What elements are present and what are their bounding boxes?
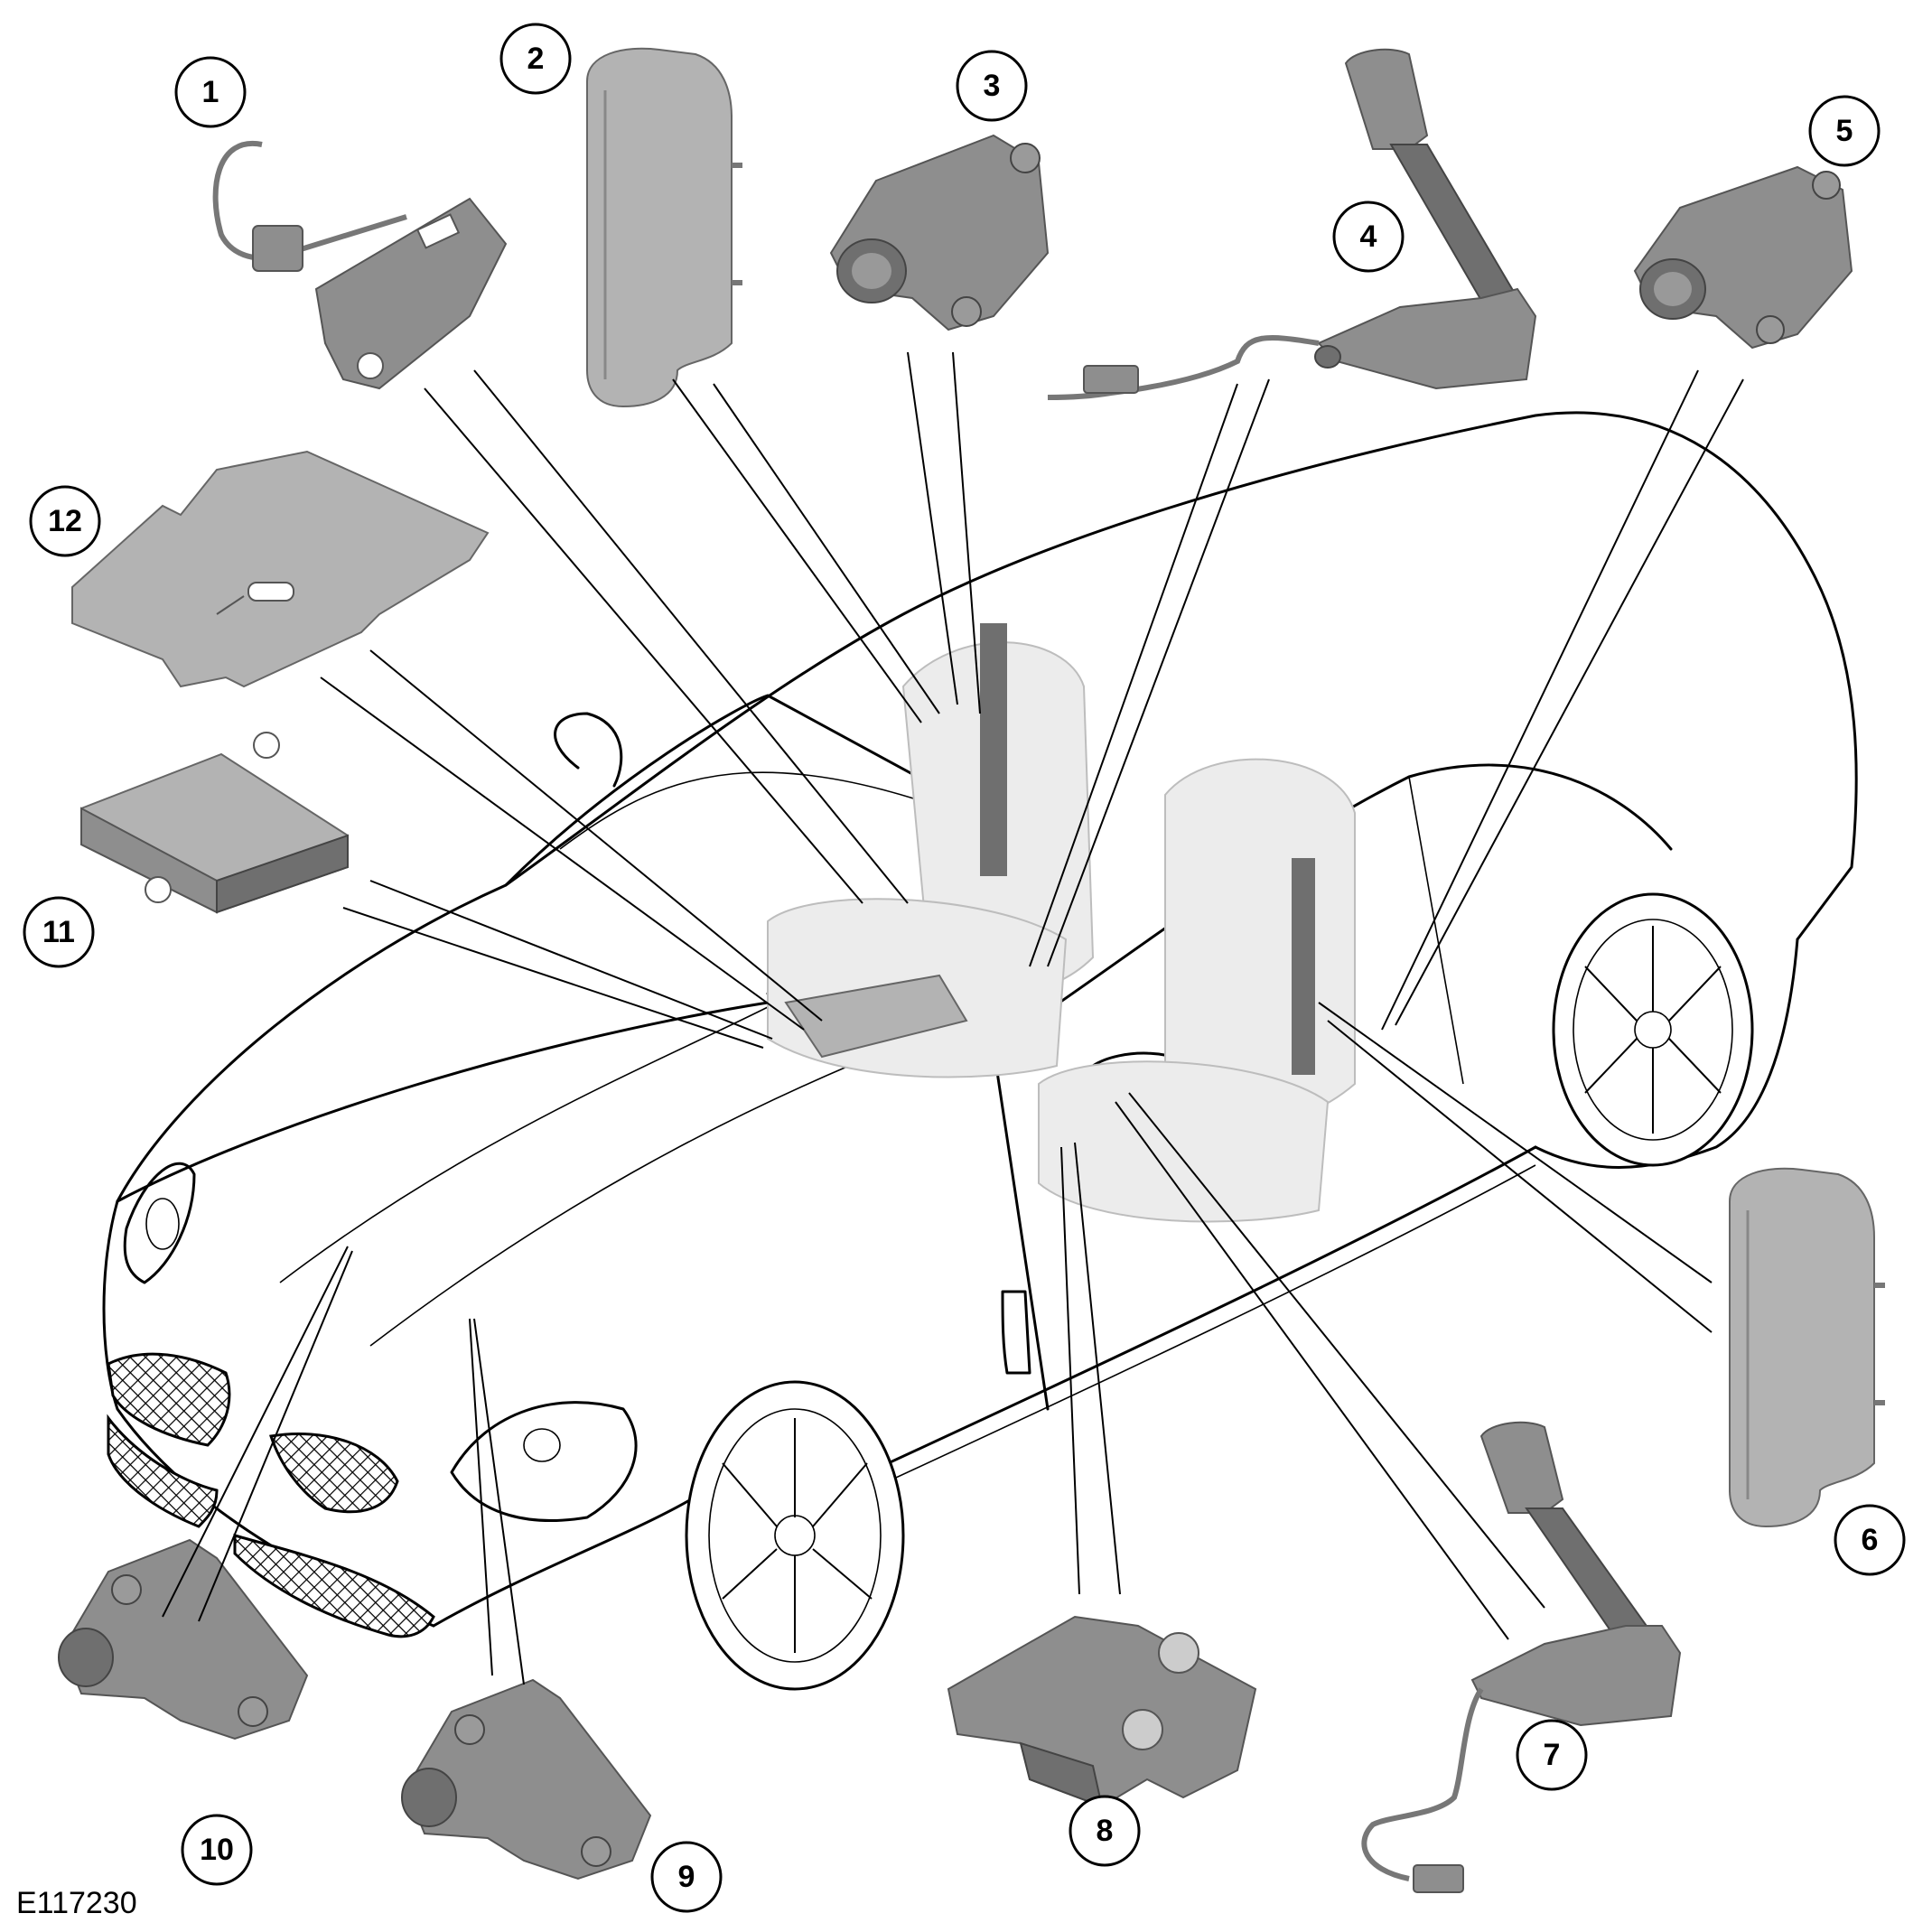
leader-lines [162, 351, 1744, 1685]
callout-label: 9 [678, 1860, 695, 1894]
callout-label: 8 [1097, 1814, 1114, 1848]
callout-7: 7 [1516, 1719, 1588, 1791]
callout-label: 11 [42, 915, 75, 949]
component-7-belt-buckle-harness [1361, 1421, 1682, 1893]
component-8-sensor-bracket [947, 1615, 1257, 1808]
callout-label: 4 [1360, 219, 1377, 254]
callout-2: 2 [499, 23, 572, 95]
component-10-front-impact-sensor [58, 1538, 309, 1741]
component-5-impact-sensor [1633, 165, 1853, 350]
callout-label: 2 [527, 42, 545, 76]
callout-11: 11 [23, 896, 95, 968]
callout-label: 10 [200, 1833, 234, 1867]
component-4-belt-buckle-harness [1047, 48, 1537, 400]
callout-12: 12 [29, 485, 101, 557]
component-11-control-module [80, 732, 349, 914]
callout-8: 8 [1069, 1795, 1141, 1867]
callout-label: 12 [48, 504, 82, 538]
callout-4: 4 [1332, 201, 1405, 273]
callout-5: 5 [1808, 95, 1881, 167]
callout-1: 1 [174, 56, 247, 128]
front-grille [107, 1352, 435, 1638]
callout-3: 3 [956, 50, 1028, 122]
occupant-sensor-installed [784, 974, 968, 1059]
component-1-buckle-sensor [212, 140, 508, 390]
rear-wheel [1552, 892, 1754, 1167]
headlight-left [123, 1162, 196, 1284]
callout-label: 1 [202, 75, 219, 109]
headlight-right [450, 1401, 638, 1522]
component-6-side-airbag [1729, 1167, 1885, 1528]
callout-10: 10 [181, 1814, 253, 1886]
callout-label: 5 [1836, 114, 1853, 148]
callout-label: 3 [984, 69, 1001, 103]
component-3-impact-sensor [829, 134, 1050, 331]
callout-6: 6 [1834, 1504, 1906, 1576]
passenger-seat [1038, 758, 1356, 1223]
callout-label: 7 [1544, 1738, 1561, 1772]
component-9-front-impact-sensor [401, 1678, 652, 1881]
figure-reference-code: E117230 [16, 1886, 137, 1920]
component-2-side-airbag [586, 47, 742, 408]
component-12-occupant-mat [71, 450, 490, 688]
callout-label: 6 [1862, 1523, 1879, 1557]
callout-9: 9 [650, 1841, 723, 1913]
front-wheel [685, 1380, 905, 1691]
